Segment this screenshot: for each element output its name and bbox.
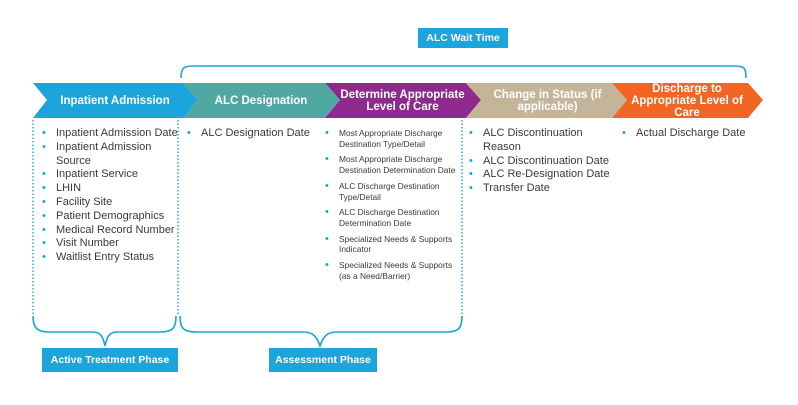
step-title-discharge: Discharge to Appropriate Level of Care [631,82,743,119]
items-inpatient-admission: Inpatient Admission Date Inpatient Admis… [38,127,180,265]
list-item: Specialized Needs & Supports Indicator [321,234,461,256]
chevron-change-status [466,83,627,118]
list-item: ALC Discharge Destination Type/Detail [321,181,461,203]
list-item: Most Appropriate Discharge Destination T… [321,128,461,150]
items-determine-level: Most Appropriate Discharge Destination T… [321,128,461,286]
list-item: Patient Demographics [38,210,180,224]
list-item: Specialized Needs & Supports (as a Need/… [321,260,461,282]
chevron-determine-level [325,83,481,118]
list-item: Actual Discharge Date [618,127,768,141]
assessment-phase-label: Assessment Phase [269,348,377,372]
list-item: Waitlist Entry Status [38,251,180,265]
list-item: Inpatient Admission Date [38,127,180,141]
step-title-alc-designation: ALC Designation [214,94,308,107]
list-item: LHIN [38,182,180,196]
list-item: Inpatient Service [38,168,180,182]
step-title-inpatient-admission: Inpatient Admission [60,94,170,107]
list-item: Medical Record Number [38,224,180,238]
list-item: Inpatient Admission Source [38,141,180,169]
items-discharge: Actual Discharge Date [618,127,768,141]
wait-time-label: ALC Wait Time [418,28,508,48]
active-phase-brace [32,315,177,347]
list-item: ALC Re-Designation Date [465,168,615,182]
chevron-alc-designation [183,83,340,118]
items-change-status: ALC Discontinuation Reason ALC Discontin… [465,127,615,196]
list-item: Facility Site [38,196,180,210]
list-item: Transfer Date [465,182,615,196]
assessment-phase-brace [179,315,463,349]
wait-time-bracket-line [180,65,747,79]
list-item: ALC Discontinuation Reason [465,127,615,155]
list-item: ALC Designation Date [183,127,323,141]
chevron-inpatient-admission [33,83,198,118]
items-alc-designation: ALC Designation Date [183,127,323,141]
list-item: Most Appropriate Discharge Destination D… [321,154,461,176]
step-title-change-status: Change in Status (if applicable) [493,88,602,113]
list-item: ALC Discharge Destination Determination … [321,207,461,229]
step-title-determine-level: Determine Appropriate Level of Care [340,88,465,113]
chevron-discharge [612,83,763,118]
list-item: Visit Number [38,237,180,251]
list-item: ALC Discontinuation Date [465,155,615,169]
active-phase-label: Active Treatment Phase [42,348,178,372]
